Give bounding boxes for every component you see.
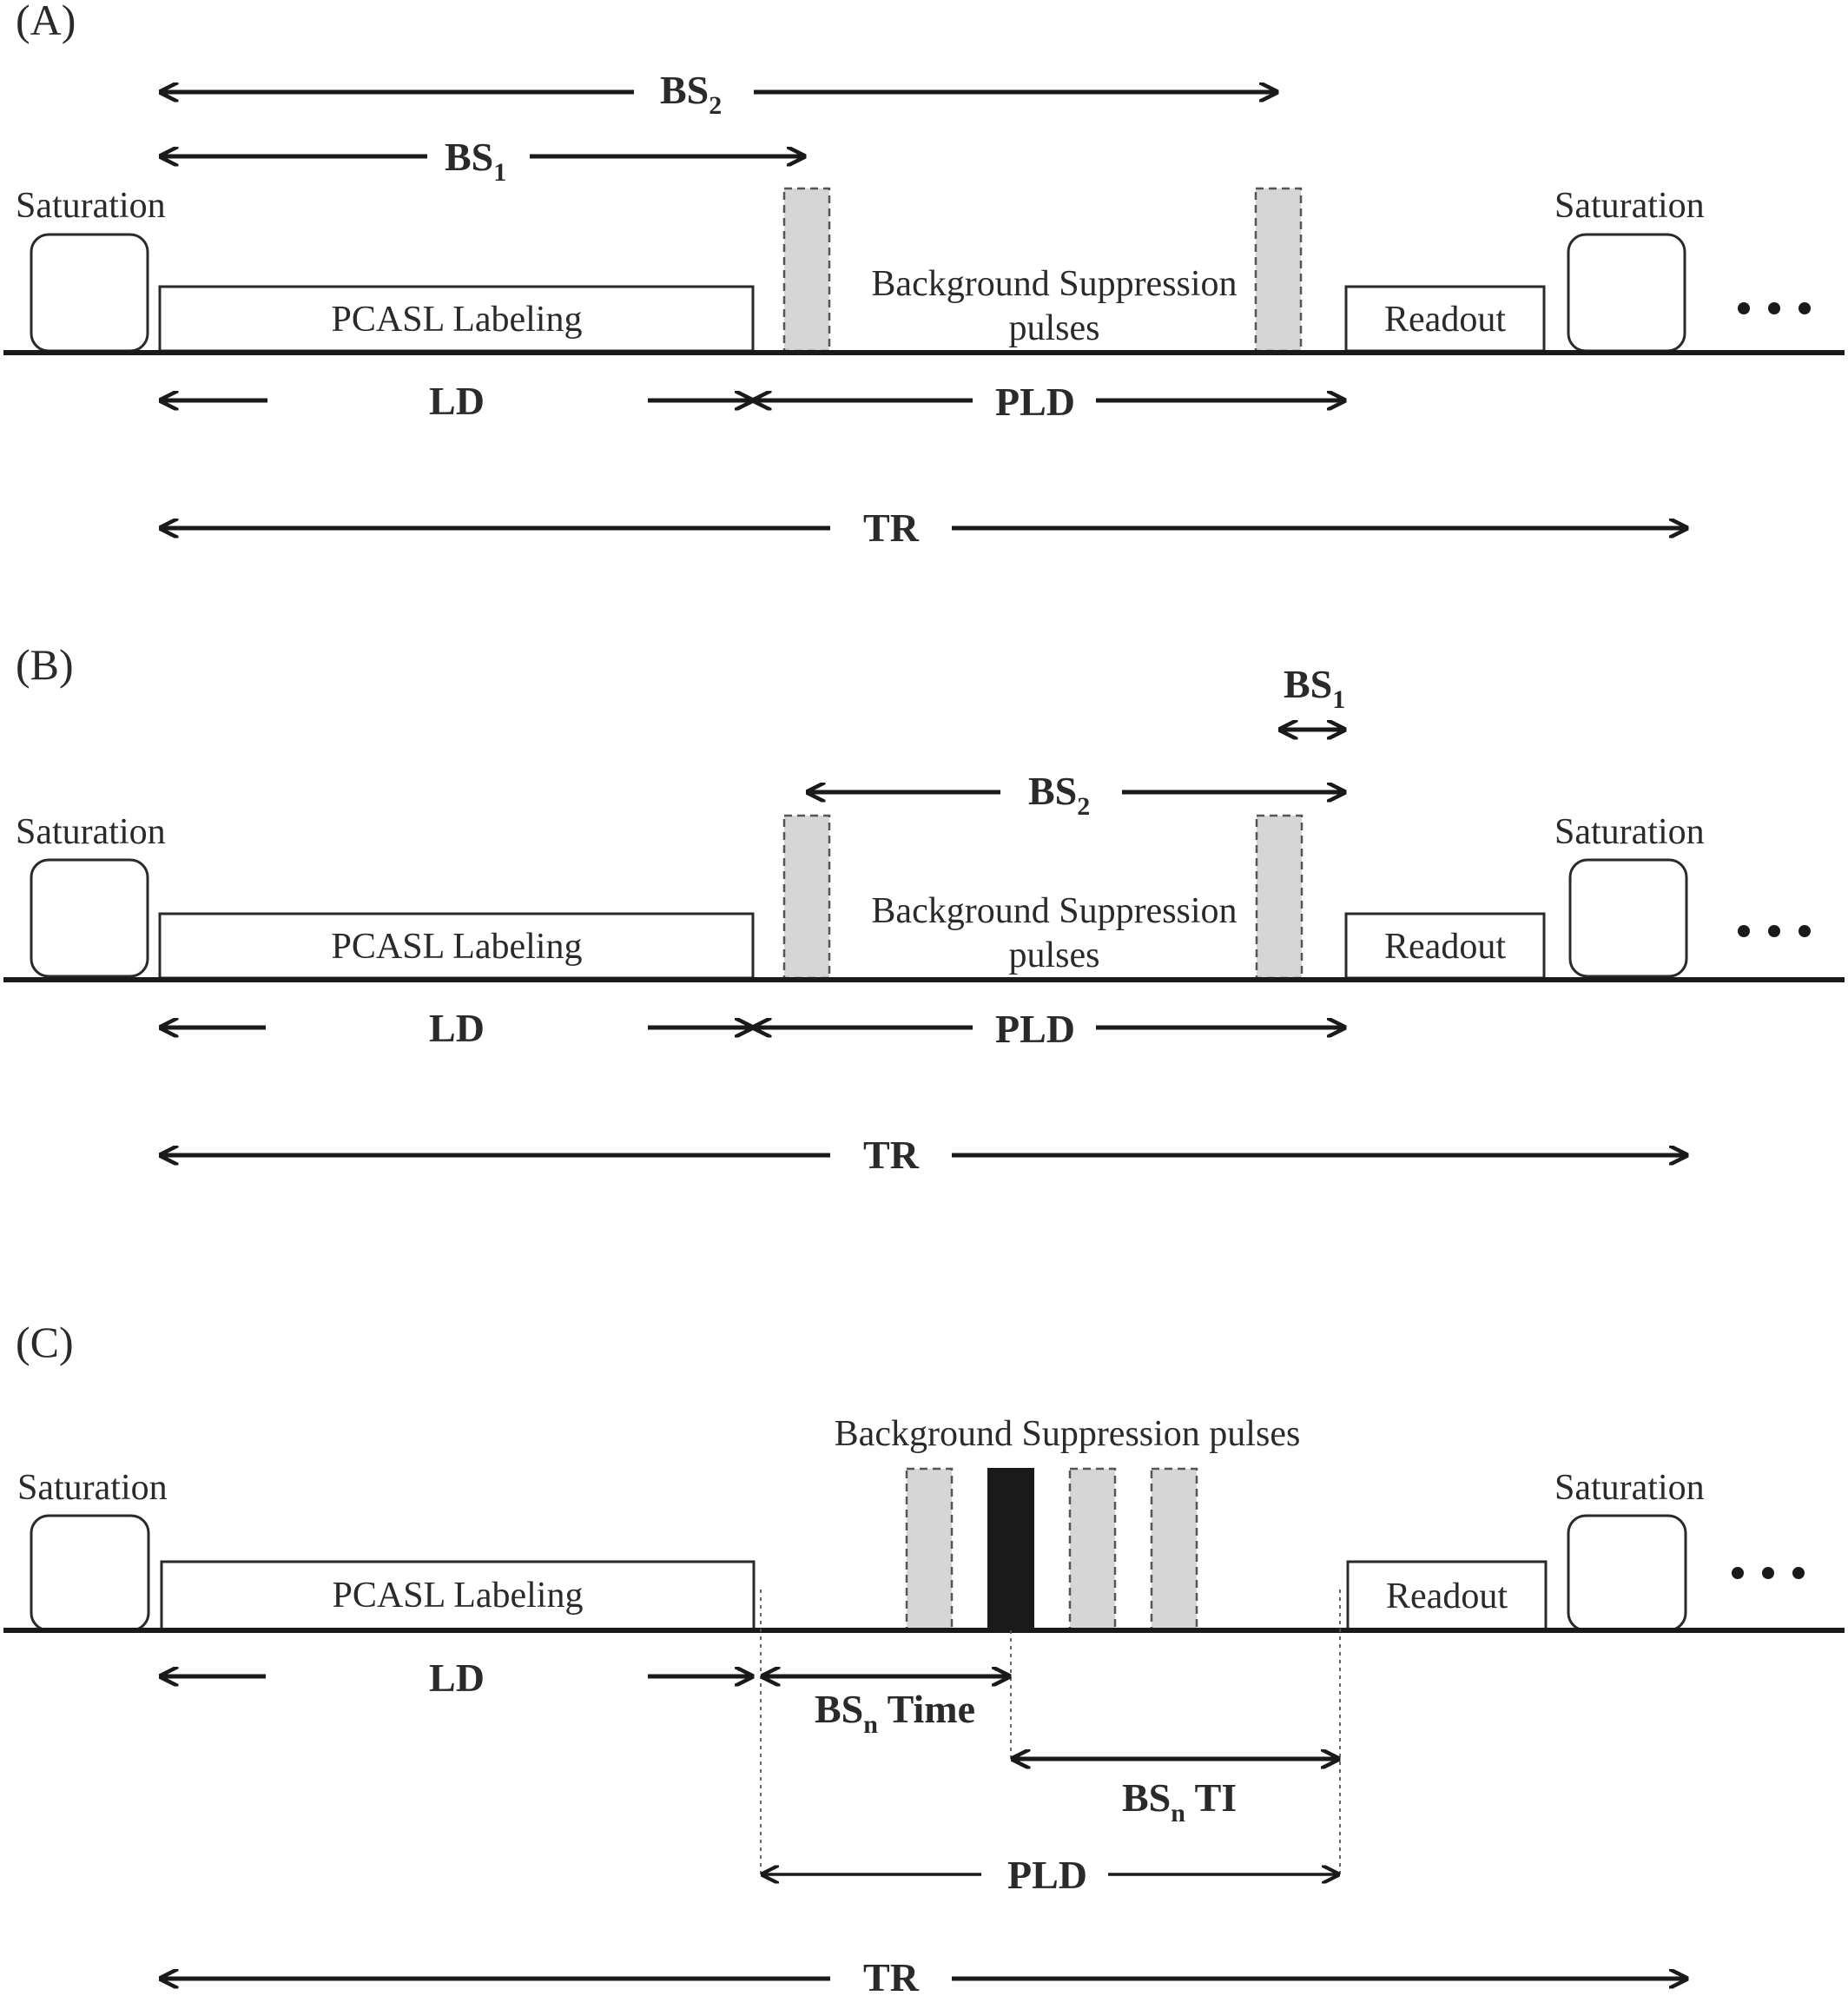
bg-suppression-label-b: Background Suppression xyxy=(871,891,1237,931)
readout-block-b xyxy=(1344,912,1546,980)
panel-c: (C) Background Suppression pulses Satura… xyxy=(3,1318,1845,1996)
bs-pulse-1-c xyxy=(905,1467,954,1632)
ld-span-c: LD xyxy=(161,1656,752,1700)
tr-label-b: TR xyxy=(863,1133,920,1177)
bg-suppression-label-c: Background Suppression pulses xyxy=(835,1414,1301,1454)
bs1-label-a: BS1 xyxy=(445,135,506,187)
ld-span-b: LD xyxy=(161,1006,752,1050)
bs2-span-b: BS2 xyxy=(808,769,1344,821)
tr-label-a: TR xyxy=(863,506,920,550)
readout-label-c: Readout xyxy=(1386,1576,1508,1616)
pcasl-labeling-block-c xyxy=(160,1560,756,1632)
tr-span-b: TR xyxy=(161,1133,1686,1177)
pcasl-label-a: PCASL Labeling xyxy=(332,300,583,340)
tr-label-c: TR xyxy=(863,1955,920,1996)
readout-label-a: Readout xyxy=(1384,300,1506,340)
bs-pulse-3-c xyxy=(1068,1467,1117,1632)
bsn-time-span: BSn Time xyxy=(762,1676,1009,1739)
bs-pulse-2-b xyxy=(1255,814,1304,980)
bsn-ti-label: BSn TI xyxy=(1122,1775,1237,1827)
pcasl-label-b: PCASL Labeling xyxy=(332,927,583,967)
saturation-pulse-left-b xyxy=(30,858,149,978)
saturation-label-right-c: Saturation xyxy=(1554,1468,1705,1508)
pld-span-a: PLD xyxy=(754,380,1344,424)
panel-b-label: (B) xyxy=(16,640,74,689)
tr-span-c: TR xyxy=(161,1955,1686,1996)
bs1-span-b: BS1 xyxy=(1280,662,1345,730)
ld-label-c: LD xyxy=(429,1656,485,1700)
ellipsis-icon-a xyxy=(1738,302,1811,314)
pcasl-labeling-block-b xyxy=(158,912,755,980)
panel-b: (B) BS1 BS2 Saturation Saturation PCASL … xyxy=(3,640,1845,1177)
saturation-pulse-left-c xyxy=(30,1514,150,1632)
bs-pulse-1-a xyxy=(782,187,831,353)
tr-span-a: TR xyxy=(161,506,1686,550)
bs-pulse-1-b xyxy=(782,814,831,980)
saturation-pulse-right-a xyxy=(1567,233,1686,353)
pld-span-b: PLD xyxy=(754,1007,1344,1051)
bs2-label-a: BS2 xyxy=(660,68,722,120)
bsn-time-label: BSn Time xyxy=(815,1687,975,1739)
saturation-pulse-right-b xyxy=(1568,858,1688,978)
bsn-ti-span: BSn TI xyxy=(1013,1759,1338,1827)
saturation-label-left-b: Saturation xyxy=(16,812,166,852)
bs1-label-b: BS1 xyxy=(1284,662,1345,714)
bg-suppression-label-line2-b: pulses xyxy=(1009,935,1100,975)
bs-pulse-active-c xyxy=(987,1468,1034,1631)
pcasl-labeling-block-a xyxy=(158,285,755,353)
pld-label-a: PLD xyxy=(995,380,1075,424)
saturation-pulse-right-c xyxy=(1567,1514,1687,1632)
pld-label-b: PLD xyxy=(995,1007,1075,1051)
ld-label-b: LD xyxy=(429,1006,485,1050)
bs-pulse-4-c xyxy=(1150,1467,1198,1632)
saturation-pulse-left-a xyxy=(30,233,149,353)
bs1-span-a: BS1 xyxy=(161,135,804,187)
pcasl-label-c: PCASL Labeling xyxy=(333,1576,584,1616)
saturation-label-right-a: Saturation xyxy=(1554,186,1705,226)
readout-label-b: Readout xyxy=(1384,927,1506,967)
panel-a: (A) BS2 BS1 Saturation Saturation PCASL … xyxy=(3,0,1845,550)
panel-a-label: (A) xyxy=(16,0,76,44)
bs2-label-b: BS2 xyxy=(1028,769,1090,821)
saturation-label-right-b: Saturation xyxy=(1554,812,1705,852)
bg-suppression-label-line2-a: pulses xyxy=(1009,308,1100,348)
bs-pulse-2-a xyxy=(1254,187,1303,353)
ellipsis-icon-c xyxy=(1732,1567,1805,1579)
saturation-label-left-a: Saturation xyxy=(16,186,166,226)
ld-span-a: LD xyxy=(161,379,752,423)
ld-label-a: LD xyxy=(429,379,485,423)
panel-c-label: (C) xyxy=(16,1318,74,1366)
bg-suppression-label-a: Background Suppression xyxy=(871,264,1237,304)
pld-span-c: PLD xyxy=(762,1853,1338,1897)
saturation-label-left-c: Saturation xyxy=(17,1468,168,1508)
ellipsis-icon-b xyxy=(1738,925,1811,937)
pld-label-c: PLD xyxy=(1007,1853,1087,1897)
bs2-span-a: BS2 xyxy=(161,68,1277,120)
